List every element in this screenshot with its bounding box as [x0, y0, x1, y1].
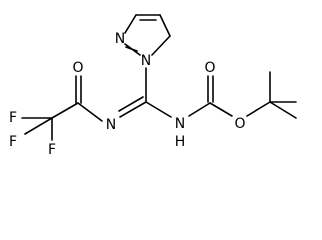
atom-o-ester: O — [234, 116, 245, 132]
atom-f-2: F — [9, 134, 17, 150]
atom-n-carbamate: N — [175, 116, 185, 132]
bond-ncarbamate-ccarbonyl — [188, 102, 211, 117]
atom-h-carbamate: H — [175, 134, 186, 150]
bond-nimine-cacyl — [77, 102, 103, 122]
amidine-core — [118, 67, 172, 118]
bond-cacyl-cf3 — [51, 102, 79, 119]
trifluoroacetyl-group — [21, 75, 103, 141]
bond-camidine-nimine — [119, 101, 147, 118]
bond-oester-cquat — [246, 101, 271, 117]
atom-o-boc-carbonyl: O — [204, 60, 215, 76]
bond-camidine-nimine-double — [118, 96, 144, 112]
bond-cquat-methyl-bottom — [269, 101, 297, 119]
bond-c4-c5 — [159, 14, 171, 37]
atom-o-acyl-carbonyl: O — [72, 60, 83, 76]
boc-carbamate-group — [188, 71, 297, 119]
bond-n1-n2-inner — [125, 46, 138, 52]
atom-n-pyrazole-2: N — [115, 31, 125, 47]
atom-f-3: F — [48, 142, 56, 158]
bond-cf3-f-left — [24, 117, 53, 135]
atom-f-1: F — [9, 110, 17, 126]
pyrazole-ring — [124, 14, 171, 56]
bond-ccarbonyl-oester — [209, 102, 233, 117]
bond-camidine-ncarbamate — [145, 101, 172, 118]
bond-c5-n1 — [151, 35, 171, 56]
atom-n-pyrazole-1: N — [141, 53, 151, 69]
bond-n2-c3 — [124, 14, 137, 34]
atom-n-imine: N — [106, 117, 116, 133]
chemical-structure: N N O F F F N N H O O — [9, 14, 297, 158]
